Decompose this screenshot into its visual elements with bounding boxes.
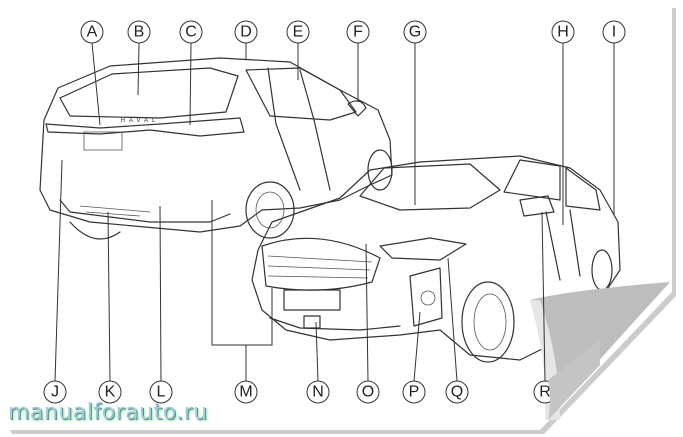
callout-label: M <box>239 384 252 401</box>
callout-H: H <box>551 20 575 44</box>
callout-P: P <box>402 380 426 404</box>
callout-J: J <box>43 380 67 404</box>
callout-label: C <box>185 24 197 41</box>
callout-label: F <box>353 24 363 41</box>
callout-D: D <box>234 20 258 44</box>
callout-Q: Q <box>445 380 469 404</box>
callout-K: K <box>98 380 122 404</box>
callout-label: H <box>557 24 569 41</box>
callout-label: J <box>51 384 59 401</box>
callout-label: D <box>240 24 252 41</box>
callout-label: G <box>409 24 421 41</box>
callout-E: E <box>286 20 310 44</box>
callout-G: G <box>403 20 427 44</box>
callout-label: P <box>409 384 420 401</box>
leader-lines <box>54 42 615 382</box>
rear-badge: HAVAL <box>121 118 160 124</box>
callout-A: A <box>80 20 104 44</box>
callout-N: N <box>306 380 330 404</box>
callout-label: I <box>612 24 616 41</box>
callout-label: R <box>539 384 551 401</box>
callout-I: I <box>602 20 626 44</box>
callout-O: O <box>356 380 380 404</box>
callout-label: N <box>312 384 324 401</box>
page-curl-overlap <box>548 340 600 420</box>
rear-car-illustration: HAVAL <box>39 57 393 240</box>
callout-label: O <box>362 384 374 401</box>
callout-label: K <box>105 384 116 401</box>
callout-label: L <box>157 384 166 401</box>
callout-label: A <box>87 24 98 41</box>
callout-B: B <box>127 20 151 44</box>
callout-L: L <box>149 380 173 404</box>
callout-label: E <box>293 24 304 41</box>
callout-F: F <box>346 20 370 44</box>
callout-label: Q <box>451 384 463 401</box>
callout-C: C <box>179 20 203 44</box>
watermark: manualforauto.ru <box>8 400 208 425</box>
callout-M: M <box>234 380 258 404</box>
callout-label: B <box>134 24 145 41</box>
